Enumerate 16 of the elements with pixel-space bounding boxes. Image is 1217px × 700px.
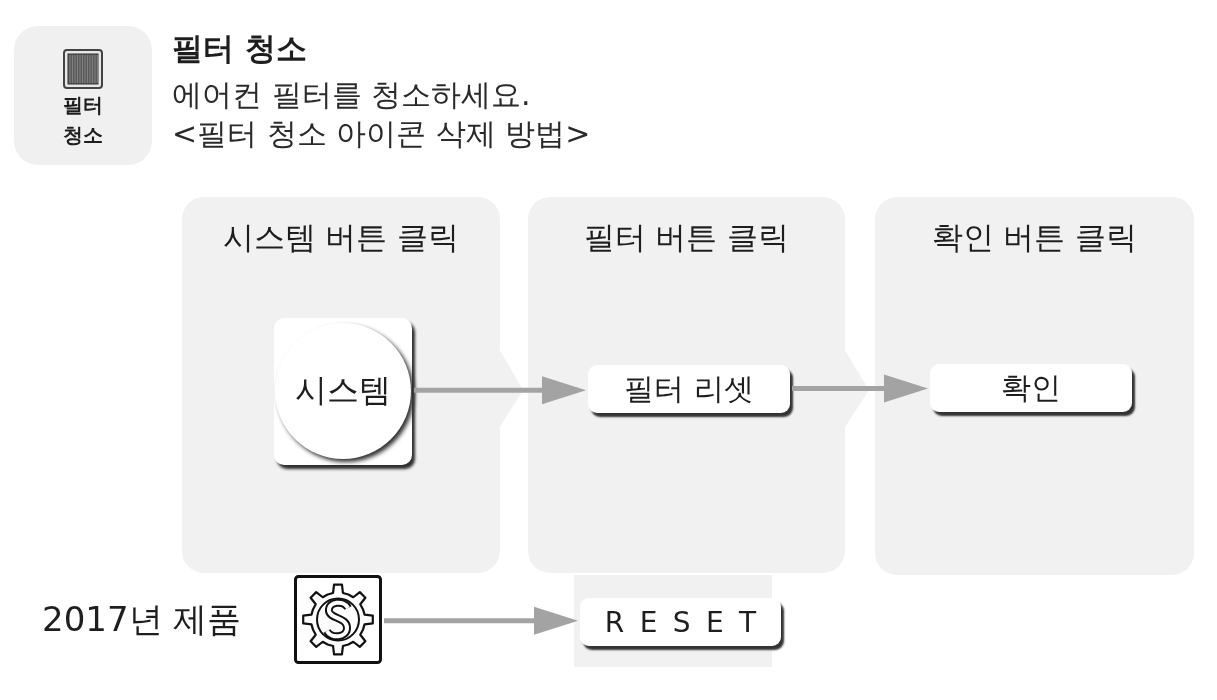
arrow bbox=[414, 376, 586, 405]
step-heading: 필터 버튼 클릭 bbox=[583, 219, 790, 257]
button: 확인 bbox=[930, 364, 1132, 412]
subtitle-line: <필터 청소 아이콘 삭제 방법> bbox=[172, 116, 591, 152]
button: 필터 리셋 bbox=[588, 365, 790, 413]
step-heading: 시스템 버튼 클릭 bbox=[222, 219, 460, 257]
arrow bbox=[792, 374, 928, 403]
subtitle-line: 에어컨 필터를 청소하세요. bbox=[172, 77, 531, 113]
title: 필터 청소 bbox=[172, 30, 307, 68]
side-label: 2017년 제품 bbox=[42, 599, 242, 640]
tile-label: 필터 청소 bbox=[62, 92, 104, 149]
button: RESET bbox=[580, 598, 781, 646]
round-button: 시스템 bbox=[275, 323, 411, 459]
arrow bbox=[384, 606, 578, 635]
icon-tile bbox=[14, 26, 152, 165]
step-heading: 확인 버튼 클릭 bbox=[931, 219, 1138, 257]
